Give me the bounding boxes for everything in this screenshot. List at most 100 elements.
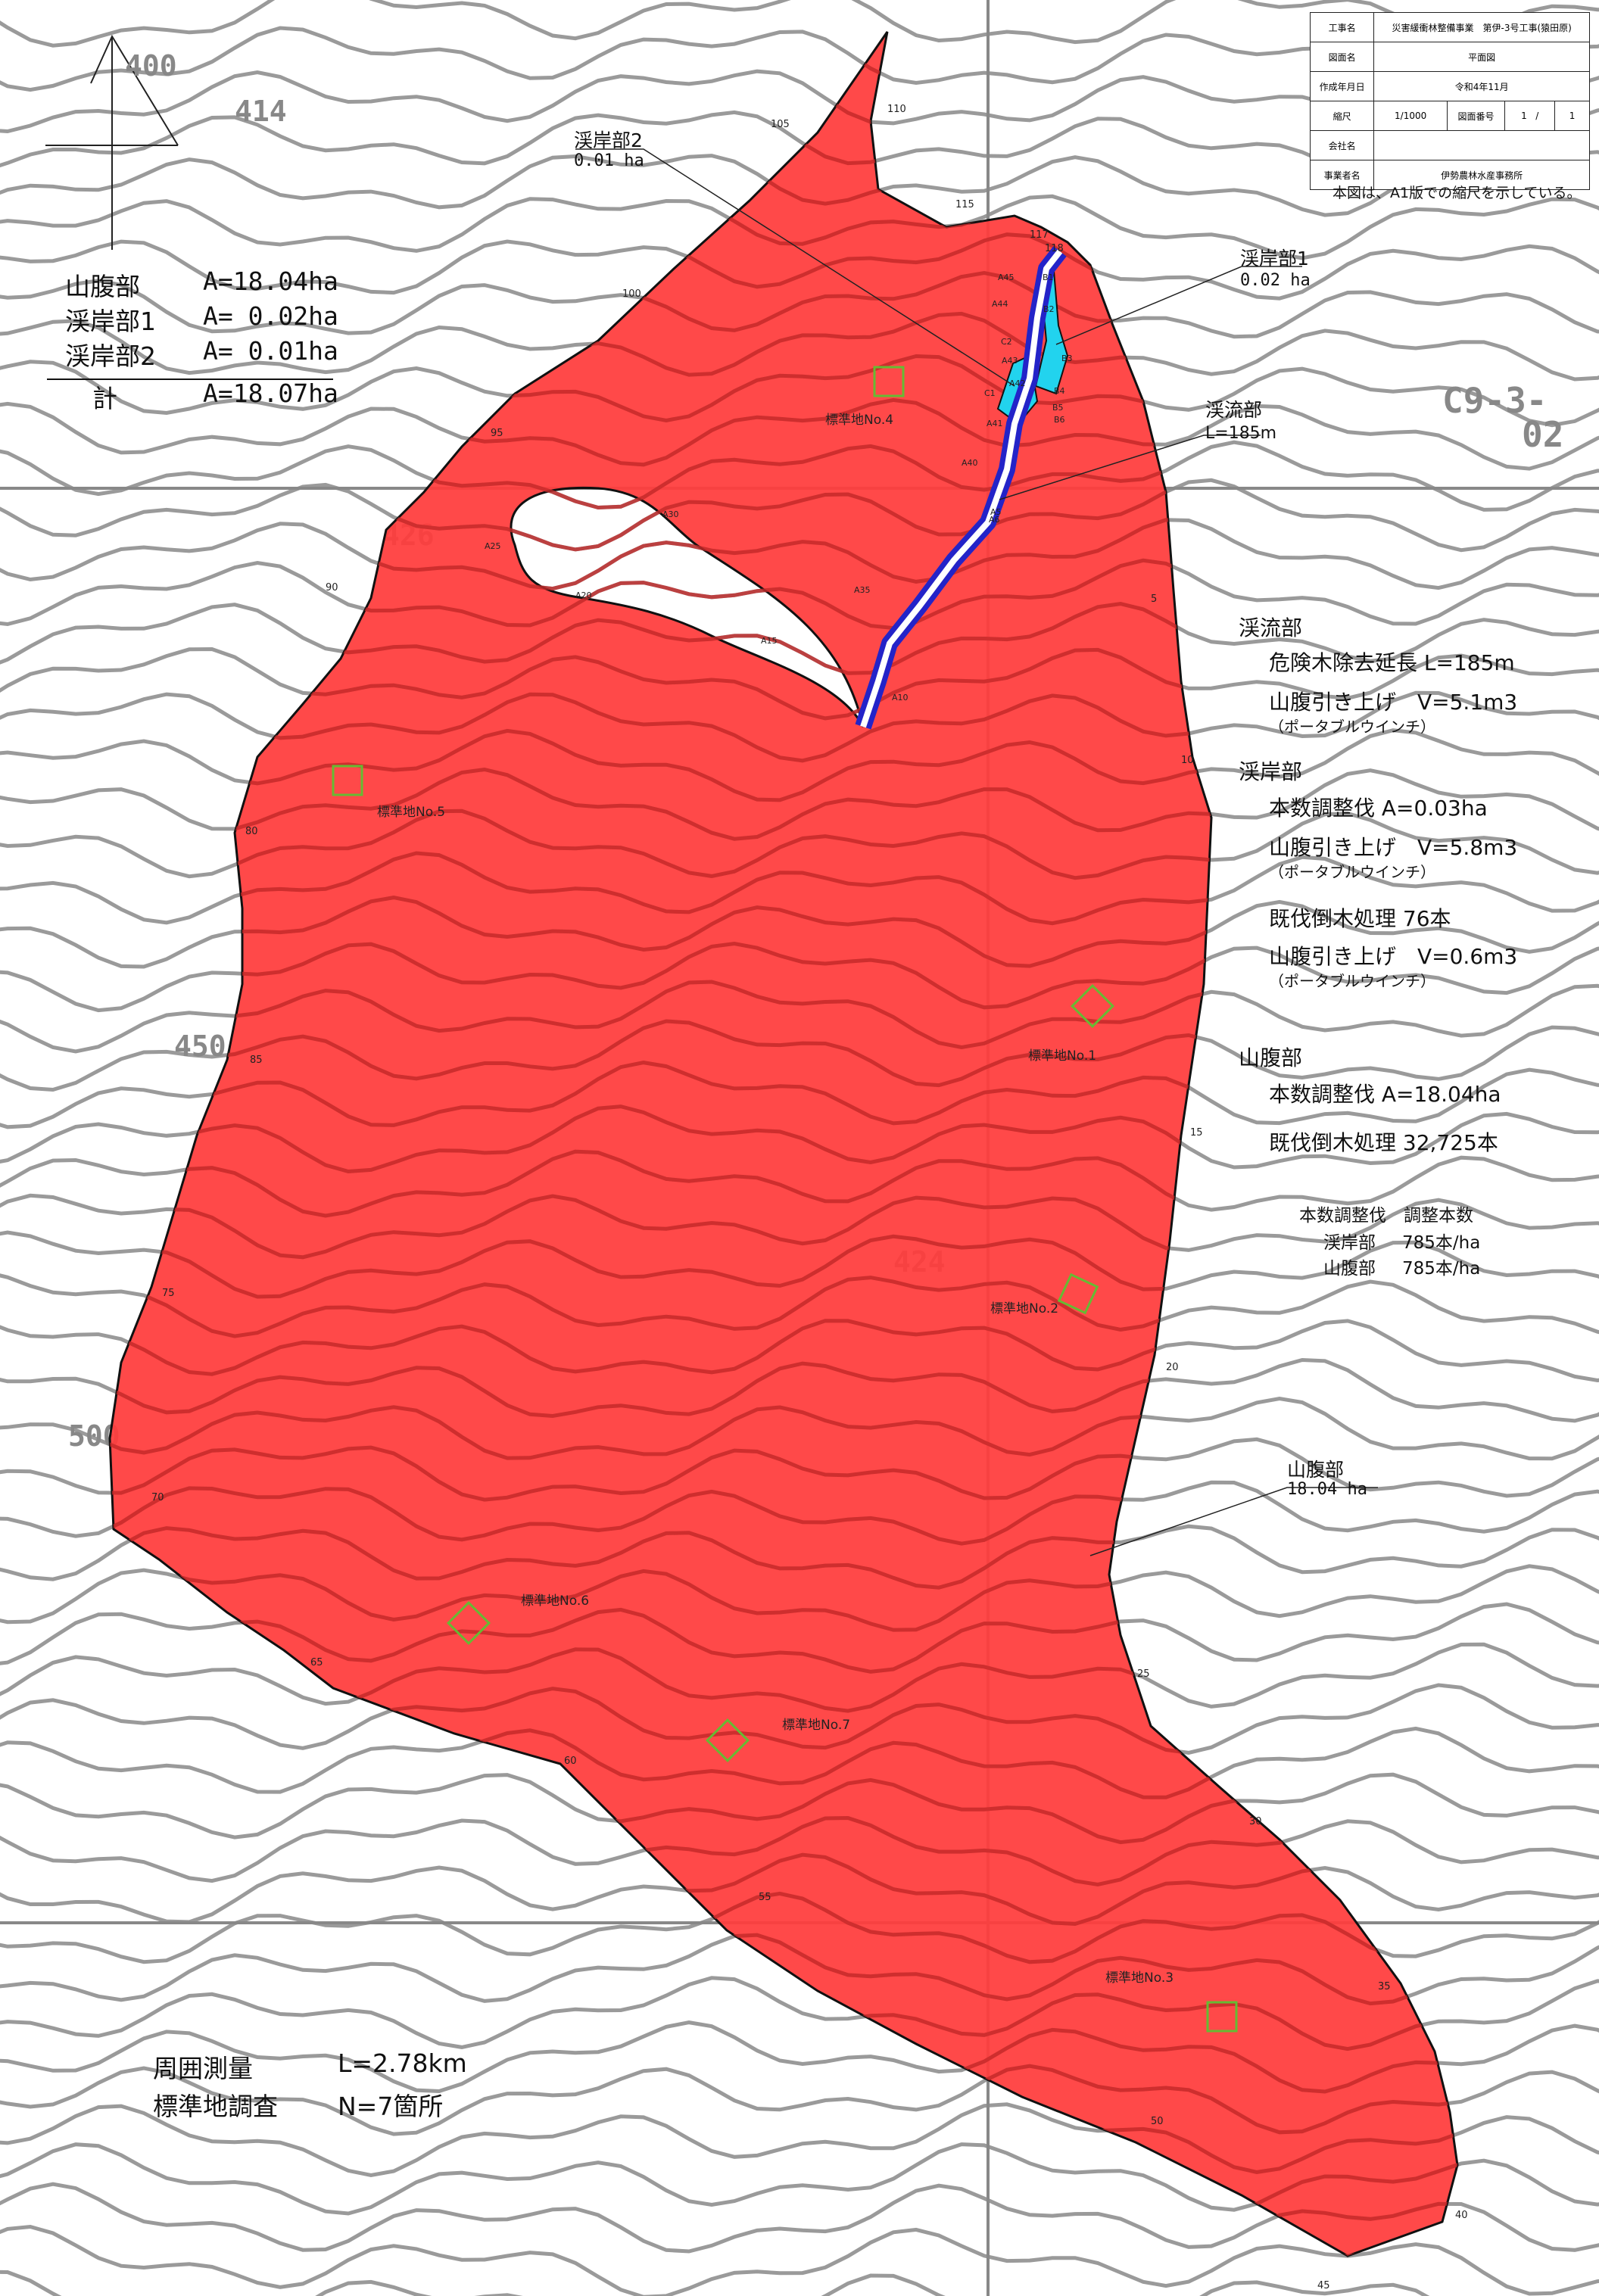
area-value: A= 0.02ha — [203, 301, 338, 331]
callout-keigan2-area: 0.01 ha — [574, 151, 644, 170]
title-block-value — [1373, 130, 1590, 160]
stream-point-label: A45 — [998, 273, 1015, 282]
keiryu-note: （ポータブルウインチ） — [1269, 718, 1435, 736]
title-block-value: 平面図 — [1373, 42, 1590, 72]
boundary-number: 5 — [1151, 593, 1157, 605]
title-block-value: 災害緩衝林整備事業 第伊-3号工事(猿田原) — [1373, 12, 1590, 42]
boundary-number: 30 — [1249, 1816, 1262, 1827]
stream-line — [855, 246, 1067, 730]
callout-sanpuku-name: 山腹部 — [1287, 1459, 1345, 1481]
callout-keigan1-area: 0.02 ha — [1240, 271, 1311, 290]
keigan-line2: 山腹引き上げ V=5.8m3 — [1269, 835, 1518, 860]
title-block-label: 工事名 — [1309, 12, 1375, 42]
keigan-line1: 本数調整伐 A=0.03ha — [1269, 796, 1488, 821]
title-block-row: 工事名 災害緩衝林整備事業 第伊-3号工事(猿田原) — [1309, 12, 1590, 42]
stream-point-label: A6 — [989, 515, 1000, 525]
density-row2-value: 785本/ha — [1402, 1259, 1481, 1279]
density-row1-value: 785本/ha — [1402, 1233, 1481, 1253]
boundary-number: 65 — [310, 1657, 323, 1668]
sample-plot-label: 標準地No.4 — [825, 413, 894, 428]
stream-point-label: A30 — [662, 509, 679, 519]
title-block-label: 図面番号 — [1446, 101, 1506, 131]
stream-point-label: C1 — [984, 388, 996, 398]
boundary-number: 75 — [162, 1288, 175, 1299]
stream-point-label: A40 — [962, 458, 978, 468]
title-block-label: 事業者名 — [1309, 160, 1375, 190]
title-block-page: 1 / — [1504, 101, 1556, 131]
keiryu-heading: 渓流部 — [1239, 615, 1303, 640]
boundary-number: 40 — [1455, 2210, 1468, 2221]
sample-plot-label: 標準地No.2 — [990, 1301, 1059, 1316]
boundary-number: 85 — [250, 1055, 263, 1066]
survey-value: N=7箇所 — [338, 2092, 444, 2121]
stream-point-label: A41 — [987, 419, 1003, 428]
elev-label-450: 450 — [174, 1030, 226, 1063]
page-separator: / — [1535, 111, 1539, 121]
boundary-number: 105 — [771, 119, 790, 130]
boundary-number: 80 — [245, 826, 258, 837]
leader-lines — [575, 148, 1378, 1556]
callout-keiryu-name: 渓流部 — [1205, 399, 1263, 421]
sample-plot-label: 標準地No.7 — [782, 1718, 851, 1733]
keigan-line4: 山腹引き上げ V=0.6m3 — [1269, 944, 1518, 969]
survey-value: L=2.78km — [338, 2048, 467, 2078]
north-arrow — [45, 34, 179, 250]
boundary-number: 45 — [1317, 2280, 1330, 2291]
title-block-row: 図面名 平面図 — [1309, 42, 1590, 72]
stream-point-label: A20 — [575, 590, 592, 600]
contour-line — [0, 0, 1599, 48]
sanpuku-line2: 既伐倒木処理 32,725本 — [1269, 1130, 1498, 1155]
survey-label: 標準地調査 — [153, 2092, 278, 2121]
boundary-number: 35 — [1378, 1981, 1391, 1992]
stream-point-label: A10 — [892, 693, 909, 703]
title-block-row: 縮尺 1/1000 図面番号 1 / 1 — [1309, 101, 1590, 131]
scale-note: 本図は、A1版での縮尺を示している。 — [1332, 185, 1582, 201]
boundary-number: 115 — [955, 199, 974, 210]
boundary-number: 50 — [1151, 2116, 1164, 2127]
title-block-value: 令和4年11月 — [1373, 71, 1590, 101]
area-value: A=18.04ha — [203, 266, 338, 296]
total-label: 計 — [92, 384, 117, 413]
stream-point-label: B1 — [1043, 273, 1054, 282]
keiryu-line2: 山腹引き上げ V=5.1m3 — [1269, 690, 1518, 715]
callout-keiryu-length: L=185m — [1205, 424, 1277, 443]
elev-label-414: 414 — [235, 95, 287, 128]
title-block-row: 作成年月日 令和4年11月 — [1309, 71, 1590, 101]
elev-label-400: 400 — [125, 49, 177, 83]
sample-plot-markers — [332, 366, 1238, 2033]
stream-point-label: C2 — [1001, 337, 1012, 347]
stream-point-labels: A5A6A10A15A20A25A30A35A40A41A42A43A44A45… — [485, 273, 1073, 703]
title-block-scale: 1/1000 — [1373, 101, 1448, 131]
boundary-number: 55 — [759, 1892, 771, 1903]
boundary-number: 60 — [564, 1755, 577, 1767]
title-block-label: 会社名 — [1309, 130, 1375, 160]
title-block-total: 1 — [1554, 101, 1590, 131]
survey-label: 周囲測量 — [153, 2054, 253, 2083]
boundary-number: 15 — [1190, 1127, 1203, 1139]
contour-line — [0, 2270, 1430, 2296]
stream-point-label: B2 — [1043, 304, 1055, 314]
boundary-number: 20 — [1166, 1362, 1179, 1373]
boundary-number: 118 — [1045, 243, 1064, 254]
area-label: 渓岸部1 — [65, 307, 156, 336]
page-number: 1 — [1521, 111, 1527, 121]
keigan-note1: （ポータブルウインチ） — [1269, 863, 1435, 881]
title-block-value: 伊勢農林水産事務所 — [1373, 160, 1590, 190]
density-row2-label: 山腹部 — [1323, 1259, 1376, 1279]
stream-point-label: A25 — [485, 541, 501, 551]
stream-point-label: B5 — [1052, 403, 1064, 413]
boundary-number: 90 — [326, 582, 338, 593]
sample-plot-label: 標準地No.1 — [1028, 1048, 1097, 1064]
title-block-label: 作成年月日 — [1309, 71, 1375, 101]
title-block-label: 縮尺 — [1309, 101, 1375, 131]
sanpuku-line1: 本数調整伐 A=18.04ha — [1269, 1082, 1501, 1107]
title-block-row: 事業者名 伊勢農林水産事務所 — [1309, 160, 1590, 190]
callout-sanpuku-area: 18.04 ha — [1287, 1480, 1367, 1499]
stream-point-label: B6 — [1054, 415, 1065, 425]
stream-point-label: B3 — [1061, 354, 1073, 363]
area-label: 山腹部 — [65, 272, 140, 301]
area-label: 渓岸部2 — [65, 341, 156, 371]
total-divider — [47, 379, 333, 380]
title-block-label: 図面名 — [1309, 42, 1375, 72]
